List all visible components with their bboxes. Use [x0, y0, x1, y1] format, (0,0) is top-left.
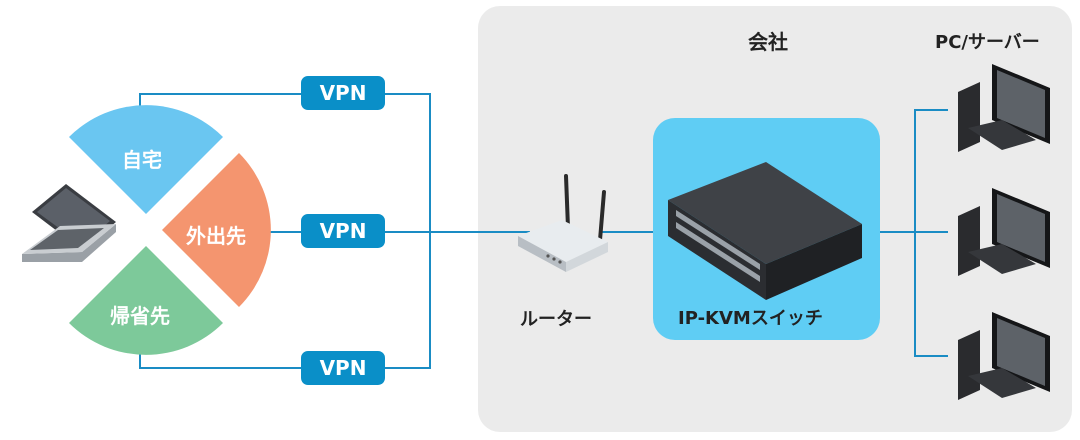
vpn-badge-middle: VPN	[301, 214, 385, 248]
hometown-sector	[69, 246, 223, 355]
hometown-label: 帰省先	[110, 304, 170, 328]
vpn-badge-bottom: VPN	[301, 351, 385, 385]
router-icon	[518, 174, 608, 272]
home-sector	[69, 105, 223, 214]
outside-label: 外出先	[186, 224, 246, 248]
kvm-switch-icon	[668, 162, 862, 300]
laptop-icon	[22, 184, 116, 262]
company-label: 会社	[748, 30, 788, 54]
outside-sector	[162, 153, 271, 307]
kvm-label: IP-KVMスイッチ	[678, 308, 823, 329]
pc-server-label: PC/サーバー	[935, 32, 1040, 53]
home-label: 自宅	[122, 148, 162, 172]
desktop-pc-icon	[958, 64, 1050, 400]
vpn-badge-top: VPN	[301, 76, 385, 110]
router-label: ルーター	[520, 309, 592, 330]
